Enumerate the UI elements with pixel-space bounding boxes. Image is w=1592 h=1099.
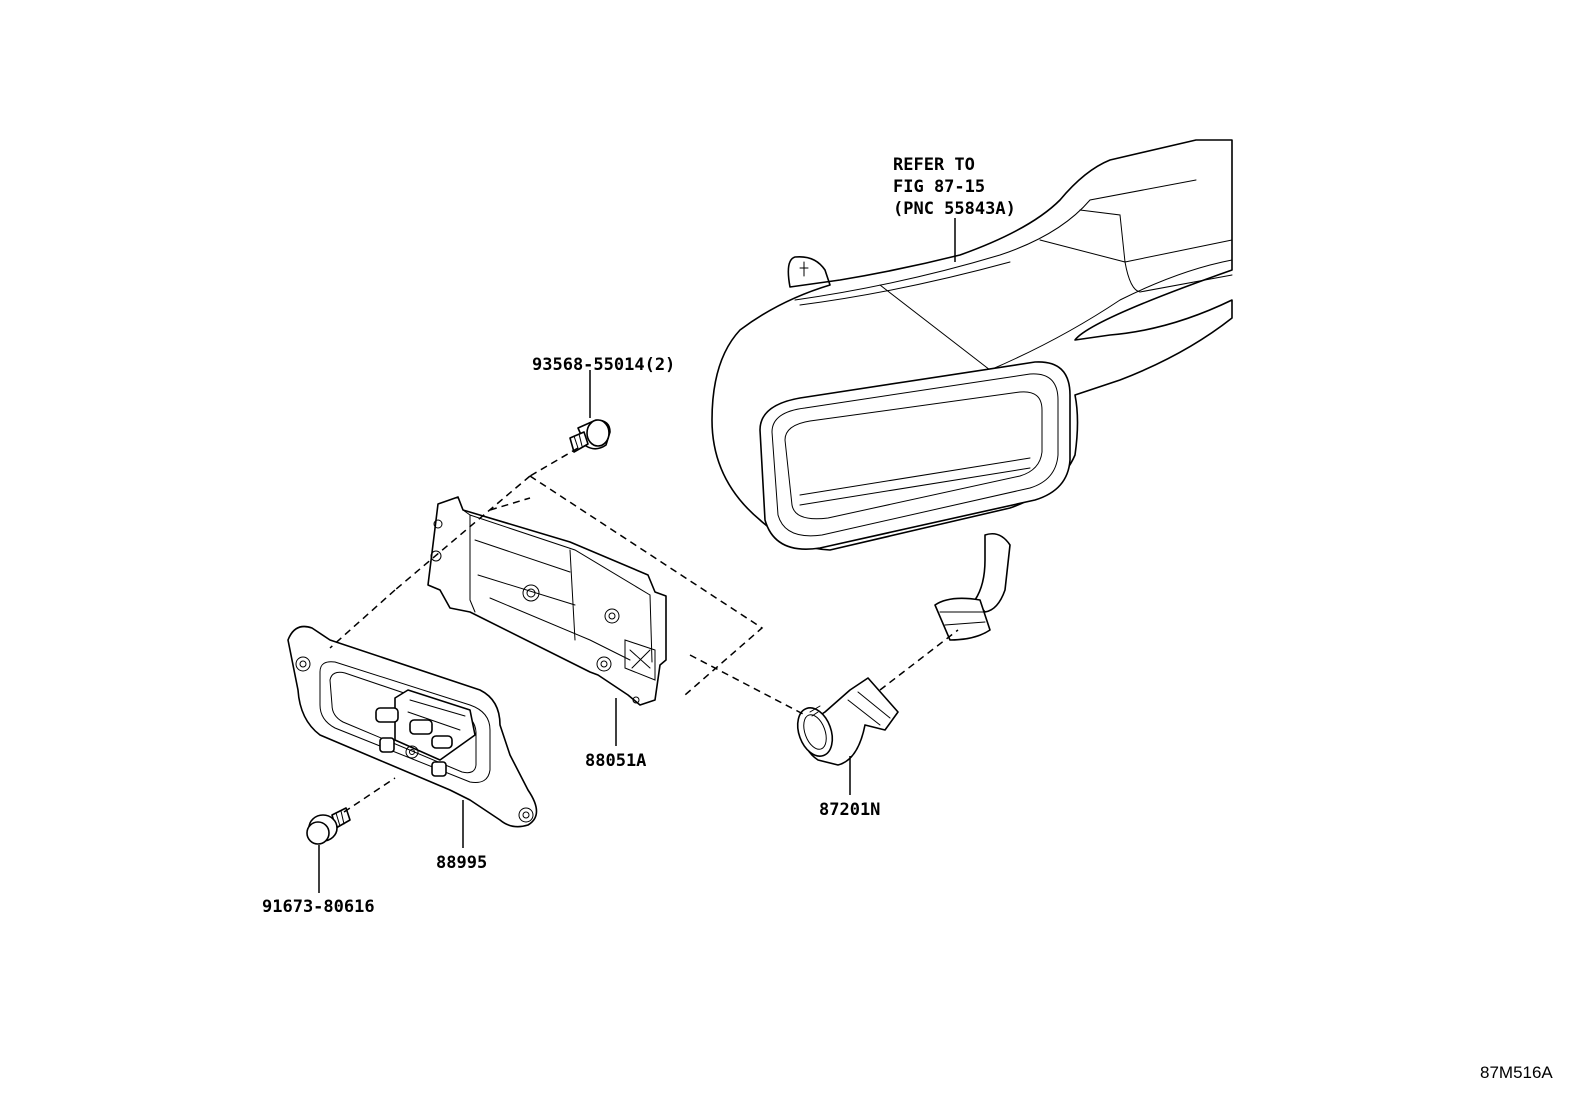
reference-note-line-3: (PNC 55843A) (893, 199, 1016, 219)
figure-code: 87M516A (1480, 1063, 1553, 1082)
label-93568-55014: 93568-55014(2) (532, 355, 675, 375)
hose-87201n (796, 677, 899, 766)
air-duct-assembly (711, 139, 1233, 641)
assembly-lines (329, 447, 959, 813)
reference-note-line-1: REFER TO (893, 155, 975, 175)
bracket-88051a (427, 496, 667, 706)
label-87201n: 87201N (819, 800, 880, 820)
label-91673-80616: 91673-80616 (262, 897, 375, 917)
sensor-88995 (287, 625, 538, 828)
leader-lines (318, 218, 956, 893)
label-88051a: 88051A (585, 751, 646, 771)
bolt-93568 (569, 419, 611, 453)
label-88995: 88995 (436, 853, 487, 873)
bolt-91673 (306, 807, 351, 845)
reference-note-line-2: FIG 87-15 (893, 177, 985, 197)
